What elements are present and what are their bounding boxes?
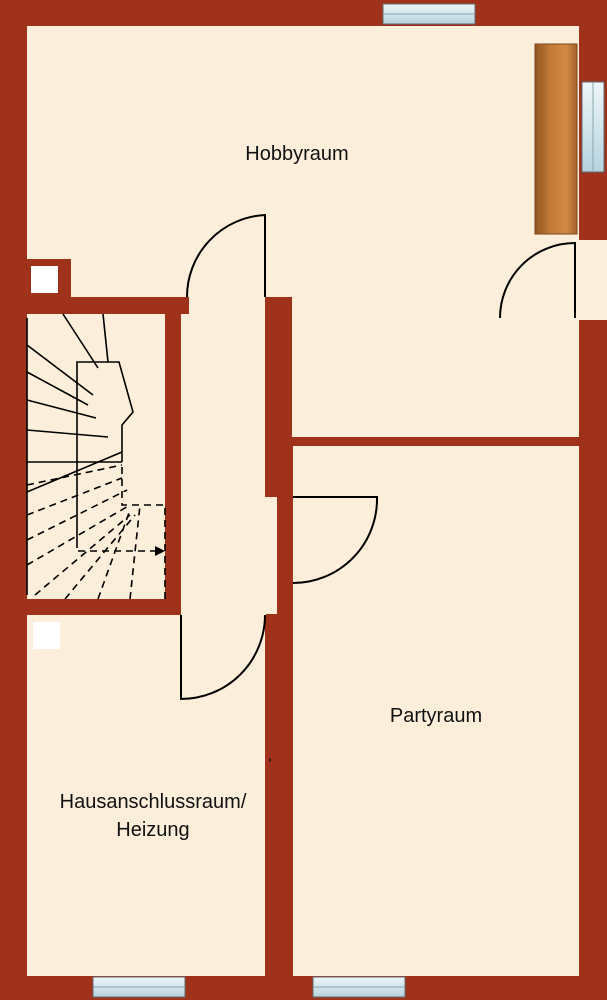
door-hall-hobby	[185, 213, 266, 298]
chimney-shaft-lower	[33, 622, 60, 649]
hobby-room-floor-lower	[71, 259, 579, 297]
door-hall-utility	[180, 614, 266, 701]
wall-stair-utility	[27, 599, 181, 615]
wall-hall-right-upper-2	[277, 437, 293, 497]
chimney-shaft-upper	[31, 266, 58, 293]
wall-hall-right-lower-2	[265, 615, 277, 976]
side-entry-floor	[575, 240, 607, 320]
wall-hobby-party	[277, 437, 579, 446]
wall-hobby-stair	[27, 297, 189, 314]
door-hall-party	[292, 496, 379, 584]
hobby-room-label: Hobbyraum	[245, 143, 348, 165]
wall-hall-right-lower	[277, 583, 293, 976]
stair-floor-overlay	[27, 314, 165, 599]
hobby-room-floor-right	[292, 297, 579, 437]
wood-panel-icon	[534, 43, 578, 235]
utility-room-floor-top	[71, 614, 266, 624]
utility-room-label-line2: Heizung	[116, 819, 189, 841]
door-swing-icon	[180, 213, 576, 701]
hall-floor-overlay	[181, 314, 265, 615]
party-room-label: Partyraum	[390, 705, 482, 727]
staircase-icon	[26, 313, 166, 600]
hobby-room-floor	[27, 26, 579, 259]
utility-room-label-line1: Hausanschlussraum/	[60, 791, 247, 813]
window-icon	[92, 3, 605, 998]
door-side-entry	[499, 241, 576, 319]
